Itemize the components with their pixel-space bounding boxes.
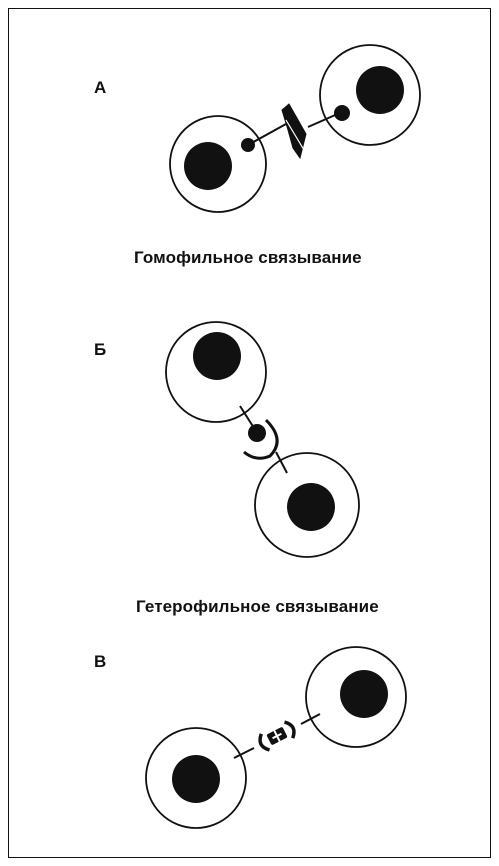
molecule-a-right xyxy=(334,105,350,121)
nucleus-b-bottom xyxy=(287,483,335,531)
homophilic-dimer xyxy=(282,104,306,158)
nucleus-a-right xyxy=(356,66,404,114)
nucleus-b-top xyxy=(193,332,241,380)
bridge-linker-c xyxy=(256,719,297,753)
nucleus-c-left xyxy=(172,755,220,803)
homophilic-diagram xyxy=(170,45,420,212)
molecule-a-left xyxy=(241,138,255,152)
nucleus-a-left xyxy=(184,142,232,190)
nucleus-c-right xyxy=(340,670,388,718)
bridged-diagram xyxy=(146,647,406,828)
heterophilic-diagram xyxy=(166,322,359,557)
ligand-b xyxy=(248,424,266,442)
